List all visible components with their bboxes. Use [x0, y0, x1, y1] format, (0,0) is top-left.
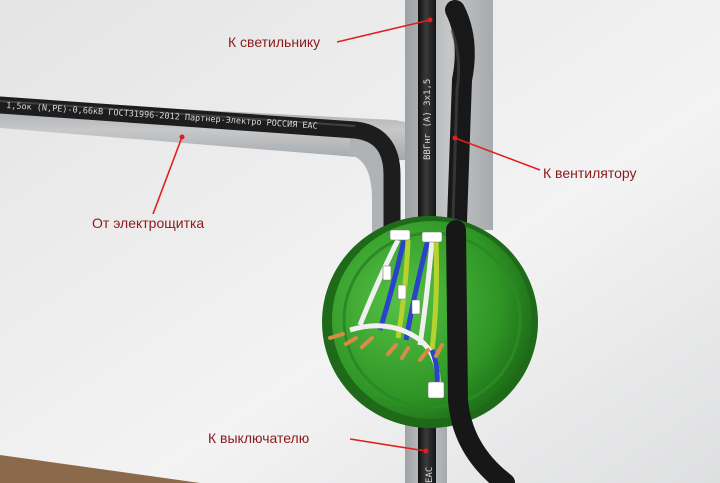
cable-fan-highlight	[450, 29, 461, 251]
floor	[0, 455, 200, 483]
label-to-switch: К выключателю	[208, 430, 310, 446]
cable-to-fan-front	[446, 220, 515, 483]
cable-print-vertical: ВВГнг (А) 3x1,5	[423, 79, 433, 160]
cable-from-panel	[0, 96, 401, 259]
cable-to-lamp	[418, 0, 436, 240]
wire-tags	[382, 229, 445, 399]
cable-highlight	[0, 100, 356, 127]
copper-ends	[328, 332, 444, 362]
label-to-fan: К вентилятору	[543, 165, 637, 181]
label-from-panel: От электрощитка	[92, 215, 205, 231]
cable-print-vertical-bottom: ЕАС	[425, 467, 435, 483]
annotation-lines	[152, 17, 541, 454]
label-to-lamp: К светильнику	[228, 34, 321, 50]
